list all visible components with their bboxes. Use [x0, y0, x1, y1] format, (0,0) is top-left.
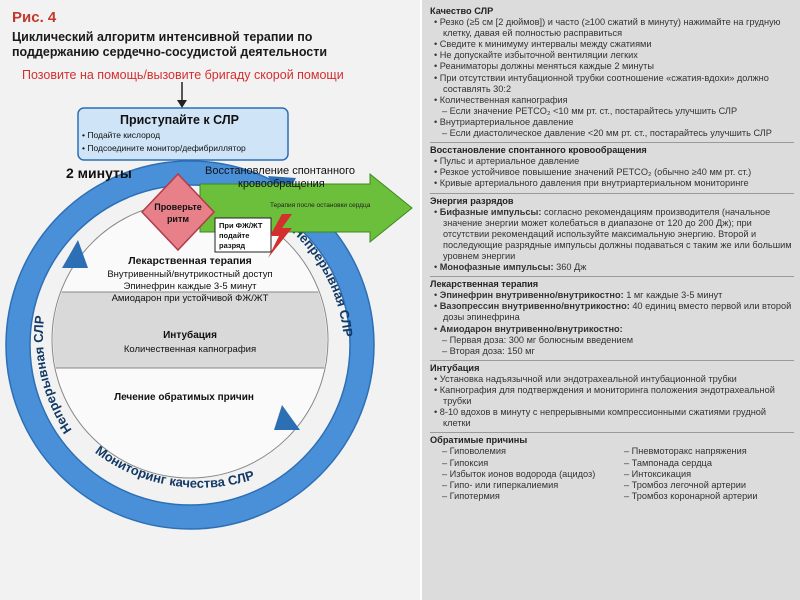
- ring-arrow-left: [62, 240, 88, 268]
- cause-left-4: Гипо- или гиперкалиемия: [430, 480, 612, 491]
- cause-right-3: Интоксикация: [612, 469, 794, 480]
- post-arrest-care: Терапия после остановки сердца: [270, 202, 371, 209]
- cause-right-5: Тромбоз коронарной артерии: [612, 491, 794, 502]
- check-rhythm-line-2: ритм: [167, 214, 189, 224]
- amio-dose-2: Вторая доза: 150 мг: [430, 346, 794, 357]
- rosc-item-2: Резкое устойчивое повышение значений PET…: [432, 167, 794, 178]
- quality-title: Качество СЛР: [430, 6, 494, 16]
- intubation-title: Интубация: [163, 329, 217, 341]
- figure-label: Рис. 4: [12, 9, 57, 26]
- energy-biphasic: Бифазные импульсы: согласно рекомендация…: [432, 207, 794, 262]
- continuous-cpr-ring: [6, 161, 374, 529]
- call-for-help: Позовите на помощь/вызовите бригаду скор…: [22, 68, 344, 82]
- start-cpr-title: Приступайте к СЛР: [120, 113, 239, 127]
- shock-line-1: При ФЖ/ЖТ: [219, 221, 263, 230]
- reference-panel-text: Качество СЛР Резко (≥5 см [2 дюймов]) и …: [430, 4, 794, 502]
- cpr-cycle-diagram: Непрерывная СЛР Непрерывная СЛР Монитори…: [5, 82, 413, 530]
- rosc-line-1: Восстановление спонтанного: [205, 165, 355, 177]
- intubation-panel-title: Интубация: [430, 362, 480, 373]
- start-item-monitor: • Подсоедините монитор/дефибриллятор: [82, 143, 246, 153]
- quality-item-1: Резко (≥5 см [2 дюймов]) и часто (≥100 с…: [432, 17, 794, 39]
- quality-item-5: При отсутствии интубационной трубки соот…: [432, 73, 794, 95]
- start-cpr-box: [77, 107, 289, 161]
- intubation-item-1: Установка надъязычной или эндотрахеально…: [432, 374, 794, 385]
- drug-line-3: Амиодарон при устойчивой ФЖ/ЖТ: [112, 293, 269, 304]
- energy-monophasic: Монофазные импульсы: 360 Дж: [432, 262, 794, 273]
- drug-line-1: Внутривенный/внутрикостный доступ: [107, 269, 272, 280]
- quality-sub-2: Если диастолическое давление <20 мм рт. …: [430, 128, 794, 139]
- cause-right-1: Пневмоторакс напряжения: [612, 446, 794, 457]
- intubation-line: Количественная капнография: [124, 344, 256, 355]
- drug-epinephrine: Эпинефрин внутривенно/внутрикостно: 1 мг…: [432, 290, 794, 301]
- causes-title: Обратимые причины: [430, 435, 528, 446]
- cause-left-3: Избыток ионов водорода (ацидоз): [430, 469, 612, 480]
- rosc-title: Восстановление спонтанного кровообращени…: [430, 145, 647, 156]
- cause-left-1: Гиповолемия: [430, 446, 612, 457]
- cause-left-2: Гипоксия: [430, 458, 612, 469]
- intubation-item-3: 8-10 вдохов в минуту с непрерывными комп…: [432, 407, 794, 429]
- ring-arrow-right: [274, 405, 300, 430]
- rosc-line-2: кровообращения: [238, 178, 325, 190]
- shock-line-2: подайте: [219, 231, 249, 240]
- amio-dose-1: Первая доза: 300 мг болюсным введением: [430, 335, 794, 346]
- quality-sub-1: Если значение PETCO₂ <10 мм рт. ст., пос…: [430, 106, 794, 117]
- title-line-1: Циклический алгоритм интенсивной терапии…: [12, 30, 313, 44]
- quality-item-7: Внутриартериальное давление: [432, 117, 794, 128]
- cause-right-4: Тромбоз легочной артерии: [612, 480, 794, 491]
- down-arrow-head: [177, 100, 187, 108]
- start-item-oxygen: • Подайте кислород: [82, 130, 160, 140]
- cause-left-5: Гипотермия: [430, 491, 612, 502]
- quality-item-6: Количественная капнография: [432, 95, 794, 106]
- energy-title: Энергия разрядов: [430, 195, 514, 206]
- rosc-item-3: Кривые артериального давления при внутри…: [432, 178, 794, 189]
- check-rhythm-diamond: [140, 172, 216, 252]
- reversible-causes-title: Лечение обратимых причин: [114, 391, 254, 403]
- rosc-item-1: Пульс и артериальное давление: [432, 156, 794, 167]
- quality-item-2: Сведите к минимуму интервалы между сжати…: [432, 39, 794, 50]
- drug-line-2: Эпинефрин каждые 3-5 минут: [124, 281, 258, 292]
- drug-amiodarone: Амиодарон внутривенно/внутрикостно:: [432, 324, 794, 335]
- title-line-2: поддержанию сердечно-сосудистой деятельн…: [12, 45, 328, 59]
- lightning-icon: [268, 214, 292, 258]
- check-rhythm-line-1: Проверьте: [154, 202, 202, 212]
- intubation-band: [53, 292, 327, 368]
- quality-item-4: Реаниматоры должны меняться каждые 2 мин…: [432, 61, 794, 72]
- drug-therapy-title: Лекарственная терапия: [128, 255, 252, 267]
- two-minutes-label: 2 минуты: [66, 165, 132, 181]
- drugs-title: Лекарственная терапия: [430, 279, 539, 290]
- quality-item-3: Не допускайте избыточной вентиляции легк…: [432, 50, 794, 61]
- drug-vasopressin: Вазопрессин внутривенно/внутрикостно: 40…: [432, 301, 794, 323]
- figure-title: Циклический алгоритм интенсивной терапии…: [12, 30, 412, 60]
- intubation-item-2: Капнография для подтверждения и монитори…: [432, 385, 794, 407]
- shock-line-3: разряд: [219, 241, 245, 250]
- cause-right-2: Тампонада сердца: [612, 458, 794, 469]
